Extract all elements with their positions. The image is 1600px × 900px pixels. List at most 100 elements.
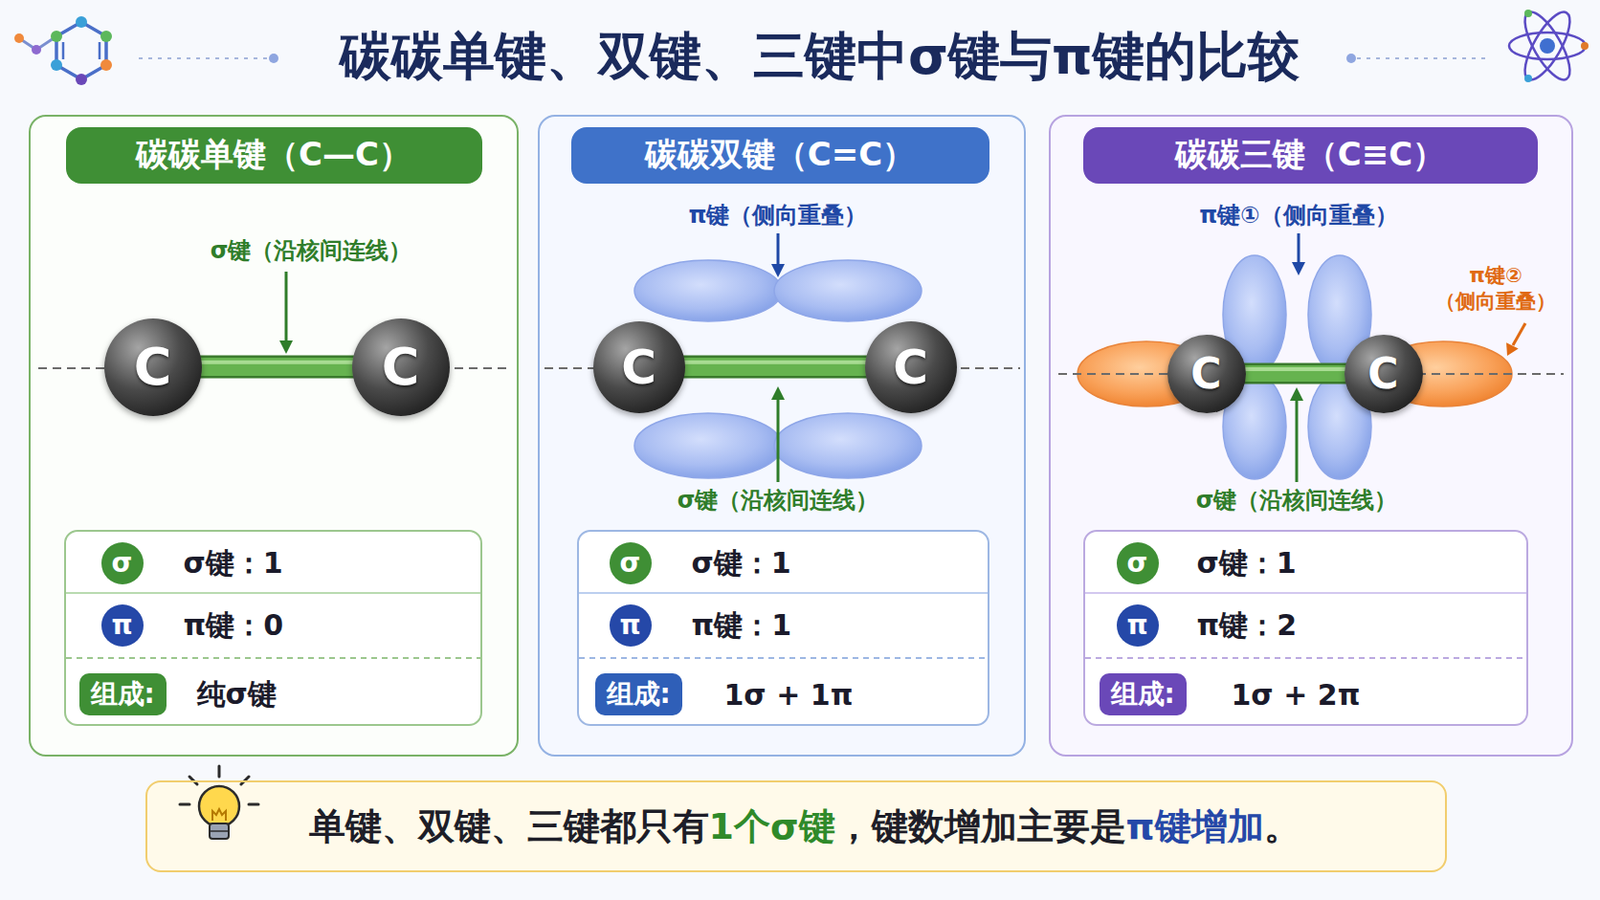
- pi-orbital-lobes: [634, 255, 1512, 480]
- light-bulb-icon-part: [199, 786, 240, 827]
- light-bulb-icon-part-part: [218, 766, 222, 778]
- info-ground-part: [578, 592, 988, 595]
- badge-symbol: σ: [111, 550, 134, 578]
- title-rule-part: [1346, 53, 1356, 64]
- bond-badge: σ: [609, 542, 652, 585]
- panel-ground: [28, 114, 1574, 757]
- composition-tag: 组成:: [79, 673, 167, 716]
- count-table: σπ组成:σ键：1π键：0纯σ键: [64, 530, 483, 727]
- sigma-bond: [1238, 363, 1353, 385]
- tag-text: 组成:: [1111, 676, 1176, 713]
- bond-count: σ键：1: [691, 543, 792, 583]
- title-rule-part: [138, 57, 268, 60]
- panel-header: 碳碳单键（C—C）: [66, 127, 483, 184]
- leader-arrow-part: [1291, 262, 1306, 276]
- pi-orbital-lobes-part: [774, 413, 922, 479]
- sigma-bond: [677, 362, 873, 368]
- composition-tag: 组成:: [1099, 673, 1187, 716]
- panel-heading: 碳碳双键（C=C）: [644, 133, 915, 178]
- leader-arrow-part: [1295, 400, 1299, 483]
- page-title: 碳碳单键、双键、三键中σ键与π键的比较: [339, 22, 1297, 92]
- tip-ground: [145, 780, 1447, 873]
- leader-arrow: [279, 233, 1526, 483]
- callout-label: π键①（侧向重叠）: [1199, 200, 1398, 231]
- pi-orbital-lobes-part: [634, 413, 782, 479]
- bond-fill: [677, 357, 873, 377]
- molecule-icon-part: [75, 73, 88, 86]
- molecule-icon: [14, 16, 112, 86]
- bond-fill: [1238, 365, 1353, 382]
- atom-symbol: C: [1190, 353, 1222, 396]
- badge-symbol: σ: [1127, 550, 1149, 578]
- composition-text: 纯σ键: [197, 674, 277, 714]
- carbon-atom: C: [1344, 334, 1423, 414]
- atom-icon-part: [1524, 9, 1533, 18]
- title-rule-part: [1356, 57, 1486, 60]
- bond-badge: σ: [1116, 542, 1159, 585]
- badge-symbol: σ: [620, 550, 642, 578]
- info-ground-part: [577, 530, 990, 727]
- bond-count: π键：1: [691, 605, 793, 645]
- bond-axis-part: [1058, 373, 1564, 376]
- atom-icon-part: [1580, 42, 1589, 50]
- leader-arrow-part: [1512, 323, 1526, 346]
- sigma-bond: [1238, 369, 1353, 374]
- molecule-icon-part: [100, 59, 112, 71]
- leader-arrow-part: [279, 340, 293, 355]
- bond-panel: CCσπ组成:σ键：1π键：0纯σ键碳碳单键（C—C）: [28, 114, 519, 757]
- light-bulb-icon: [179, 766, 259, 840]
- atom-symbol: C: [892, 343, 929, 392]
- leader-arrow-part: [771, 264, 785, 278]
- light-bulb-icon-part: [209, 830, 229, 833]
- bond-badge: π: [609, 604, 652, 647]
- atom-symbol: C: [381, 341, 421, 394]
- leader-arrow-part: [777, 400, 780, 483]
- molecule-icon-part: [56, 22, 107, 80]
- composition-tag: 组成:: [595, 673, 683, 716]
- count-table: σπ组成:σ键：1π键：21σ + 2π: [1083, 530, 1529, 727]
- atom-icon-part: [1539, 38, 1556, 54]
- molecule-icon-part: [14, 33, 24, 44]
- carbon-atom: C: [104, 318, 202, 417]
- composition-text: 1σ + 2π: [1231, 677, 1361, 712]
- molecule-icon-part: [98, 42, 102, 60]
- atom-symbol: C: [133, 341, 173, 394]
- carbon-atom: C: [593, 321, 686, 414]
- tip-text: ，键数增加主要是: [835, 802, 1127, 852]
- light-bulb-icon-part-part: [179, 803, 190, 807]
- callout-label: σ键（沿核间连线）: [677, 486, 880, 516]
- callout-label: σ键（沿核间连线）: [1196, 486, 1399, 516]
- composition-text: 1σ + 1π: [724, 677, 854, 712]
- tag-text: 组成:: [606, 676, 671, 713]
- atom-icon-part: [1509, 32, 1586, 60]
- tip-ground-part: [145, 780, 1447, 873]
- info-ground-part: [1085, 592, 1527, 595]
- sigma-bond: [677, 355, 873, 379]
- callout-label: π键（侧向重叠）: [688, 200, 868, 231]
- sigma-bond: [194, 355, 360, 379]
- info-ground-part: [66, 592, 481, 595]
- light-bulb-icon-part: [212, 809, 226, 822]
- atom-symbol: C: [621, 343, 657, 392]
- panel-heading: 碳碳单键（C—C）: [135, 133, 412, 178]
- panel-heading: 碳碳三键（C≡C）: [1175, 133, 1445, 178]
- bond-fill: [194, 357, 360, 377]
- atom-icon-part: [1516, 5, 1578, 86]
- atom-icon-part: [1524, 74, 1533, 83]
- molecule-icon-part: [62, 42, 66, 60]
- bond-highlight: [194, 360, 360, 365]
- leader-arrow-part: [1506, 342, 1519, 356]
- tip-text: 。: [1264, 802, 1301, 852]
- light-bulb-icon-part-part: [248, 803, 259, 807]
- callout-label: π键② （侧向重叠）: [1423, 263, 1568, 316]
- molecule-icon-part: [50, 30, 63, 43]
- tip-text: 1个σ键: [709, 802, 836, 852]
- tip-text: π键增加: [1126, 802, 1265, 852]
- callout-label: σ键（沿核间连线）: [210, 236, 413, 267]
- carbon-atom: C: [865, 321, 957, 414]
- panel-header: 碳碳三键（C≡C）: [1083, 127, 1538, 184]
- panel-header: 碳碳双键（C=C）: [571, 127, 990, 184]
- molecule-icon-part: [100, 30, 112, 43]
- carbon-atom: C: [1167, 334, 1246, 414]
